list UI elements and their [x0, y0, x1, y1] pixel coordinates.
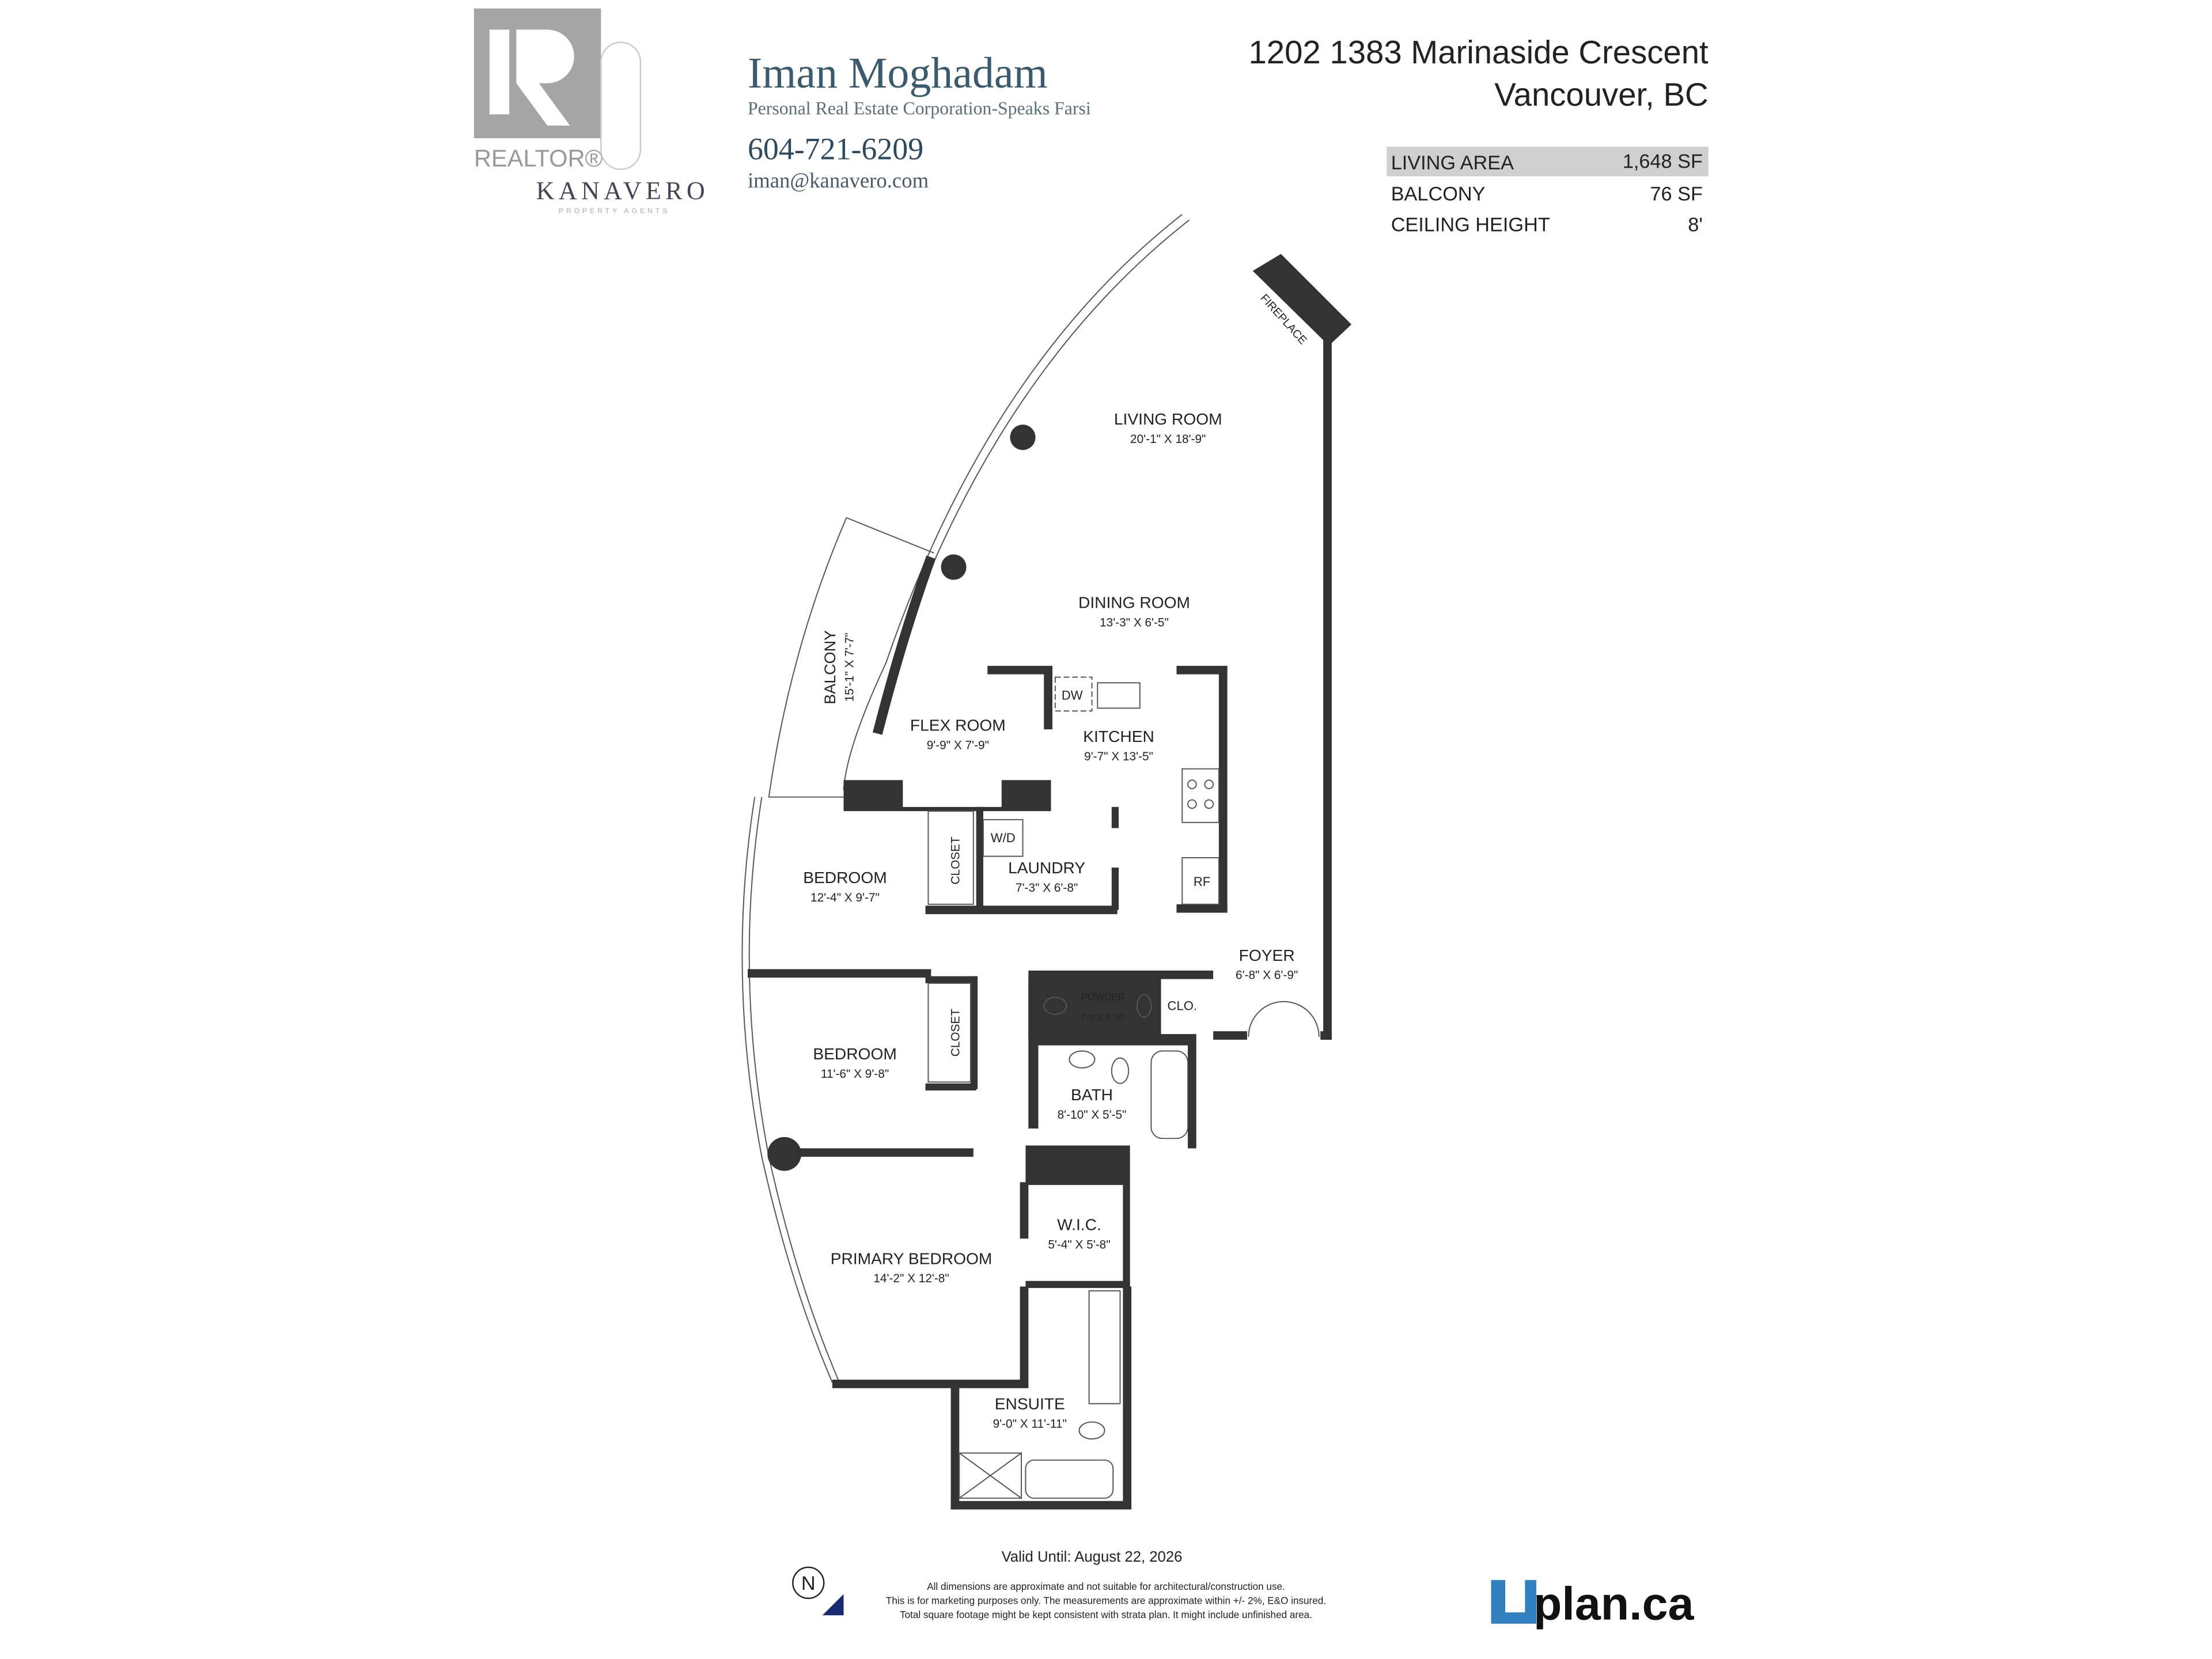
room-name-bedroom: BEDROOM [813, 1045, 896, 1063]
kanavero-logo: KANAVERO PROPERTY AGENTS [536, 41, 709, 215]
room-name-foyer: FOYER [1239, 946, 1295, 964]
room-name-flex: FLEX ROOM [910, 717, 1006, 734]
room-name-wic: W.I.C. [1057, 1216, 1101, 1234]
room-dims-balcony: 15'-1" X 7'-7" [843, 632, 857, 702]
summary-value: 8' [1688, 214, 1703, 236]
room-dims-kitchen: 9'-7" X 13'-5" [1084, 750, 1153, 763]
room-name-closet: CLOSET [949, 836, 962, 885]
disclaimer-line: This is for marketing purposes only. The… [886, 1594, 1326, 1606]
room-dims-bath: 8'-10" X 5'-5" [1058, 1108, 1127, 1122]
room-name-bedroom: BEDROOM [803, 869, 887, 887]
realtor-logo: REALTOR® [474, 8, 603, 172]
summary-table: LIVING AREA 1,648 SF BALCONY 76 SF CEILI… [1387, 146, 1709, 236]
summary-value: 76 SF [1650, 183, 1702, 205]
room-dims-flex: 9'-9" X 7'-9" [927, 738, 989, 752]
room-name-ensuite: ENSUITE [995, 1395, 1065, 1413]
room-name-laundry: LAUNDRY [1008, 859, 1085, 877]
summary-value: 1,648 SF [1623, 150, 1703, 172]
room-dims-bedroom: 12'-4" X 9'-7" [810, 891, 880, 904]
room-dims-laundry: 7'-3" X 6'-8" [1016, 881, 1078, 895]
appliance-dw: DW [1062, 688, 1083, 703]
room-name-bath: BATH [1071, 1086, 1113, 1104]
address-line1: 1202 1383 Marinaside Crescent [1248, 34, 1709, 70]
summary-label: BALCONY [1391, 183, 1486, 205]
room-name-clo: CLO. [1168, 998, 1197, 1013]
uplan-brand-text: plan.ca [1533, 1578, 1694, 1630]
kanavero-logo-sub: PROPERTY AGENTS [559, 207, 670, 215]
realtor-logo-text: REALTOR® [474, 145, 603, 172]
disclaimer-line: All dimensions are approximate and not s… [927, 1581, 1285, 1592]
agent-email[interactable]: iman@kanavero.com [748, 169, 929, 192]
agent-phone[interactable]: 604-721-6209 [748, 132, 923, 166]
agent-name: Iman Moghadam [748, 49, 1048, 97]
room-name-powder: POWDER [1081, 991, 1126, 1002]
room-name-balcony: BALCONY [821, 630, 839, 704]
column [941, 554, 967, 580]
floor-plan [741, 214, 1352, 1510]
room-dims-primary: 14'-2" X 12'-8" [873, 1272, 949, 1285]
kanavero-logo-text: KANAVERO [536, 176, 709, 204]
room-dims-ensuite: 9'-0" X 11'-11" [993, 1417, 1067, 1430]
valid-until: Valid Until: August 22, 2026 [1002, 1549, 1183, 1565]
column [1010, 425, 1036, 450]
disclaimer-line: Total square footage might be kept consi… [900, 1609, 1312, 1620]
summary-label: LIVING AREA [1391, 152, 1514, 174]
agent-subtitle: Personal Real Estate Corporation-Speaks … [748, 98, 1091, 118]
room-name-living: LIVING ROOM [1114, 410, 1222, 428]
room-name-primary: PRIMARY BEDROOM [831, 1249, 993, 1267]
room-dims-powder: 7'-0" X 2'-10" [1081, 1013, 1126, 1022]
appliance-wd: W/D [991, 831, 1016, 845]
room-dims-bedroom: 11'-6" X 9'-8" [821, 1067, 889, 1081]
north-arrow-icon: N [792, 1566, 844, 1616]
address-line2: Vancouver, BC [1494, 77, 1708, 113]
room-dims-foyer: 6'-8" X 6'-9" [1236, 969, 1298, 982]
column [767, 1137, 802, 1171]
room-labels: LIVING ROOM 20'-1" X 18'-9" DINING ROOM … [803, 292, 1309, 1431]
north-label: N [801, 1573, 816, 1594]
room-dims-wic: 5'-4" X 5'-8" [1048, 1238, 1110, 1251]
appliance-rf: RF [1194, 874, 1210, 889]
room-name-dining: DINING ROOM [1078, 594, 1190, 612]
room-dims-dining: 13'-3" X 6'-5" [1100, 616, 1169, 629]
summary-label: CEILING HEIGHT [1391, 214, 1550, 236]
room-name-closet: CLOSET [949, 1009, 962, 1057]
uplan-logo: plan.ca [1491, 1578, 1695, 1630]
room-name-kitchen: KITCHEN [1083, 728, 1154, 745]
room-dims-living: 20'-1" X 18'-9" [1130, 433, 1206, 446]
